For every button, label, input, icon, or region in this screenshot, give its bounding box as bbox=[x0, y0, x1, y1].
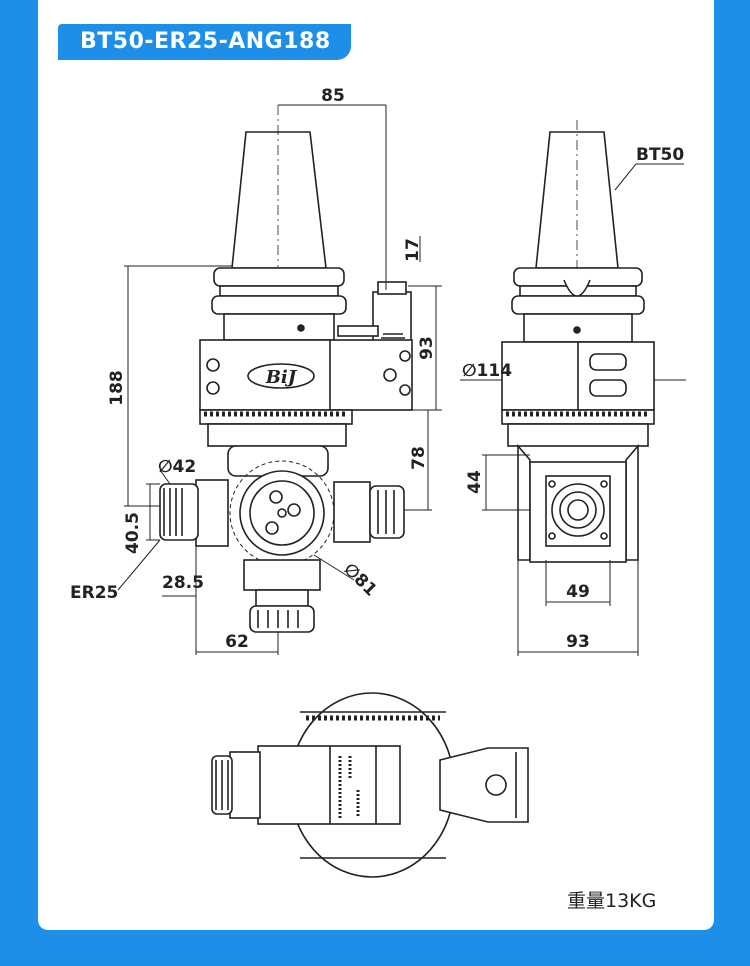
side-dimension-labels: BT50 ∅114 44 49 93 bbox=[462, 145, 684, 652]
front-view: BiJ bbox=[159, 105, 413, 633]
dim-85: 85 bbox=[321, 86, 345, 106]
side-view bbox=[501, 120, 655, 563]
label-er25: ER25 bbox=[70, 583, 118, 603]
dim-188: 188 bbox=[107, 370, 127, 406]
dim-62: 62 bbox=[225, 632, 249, 652]
page-title: BT50-ER25-ANG188 bbox=[58, 24, 351, 60]
side-dimension-lines bbox=[460, 163, 686, 656]
dim-49: 49 bbox=[566, 582, 590, 602]
dim-78: 78 bbox=[409, 446, 429, 470]
dim-d114: ∅114 bbox=[462, 361, 512, 381]
label-bt50: BT50 bbox=[636, 145, 684, 165]
top-view bbox=[211, 692, 529, 878]
weight-label: 重量13KG bbox=[567, 890, 657, 912]
front-dimension-labels: 85 17 93 188 78 ∅42 40.5 ER25 28.5 ∅81 6… bbox=[70, 86, 437, 652]
brand-logo: BiJ bbox=[265, 367, 298, 388]
dim-93-vertical: 93 bbox=[417, 336, 437, 360]
dim-17: 17 bbox=[403, 238, 423, 262]
dim-44: 44 bbox=[465, 470, 485, 494]
dim-93-horizontal: 93 bbox=[566, 632, 590, 652]
front-dimension-lines bbox=[117, 104, 442, 655]
dim-28-5: 28.5 bbox=[162, 573, 204, 593]
dim-40-5: 40.5 bbox=[123, 512, 143, 554]
dim-d81: ∅81 bbox=[339, 559, 380, 600]
dim-d42: ∅42 bbox=[158, 457, 196, 477]
